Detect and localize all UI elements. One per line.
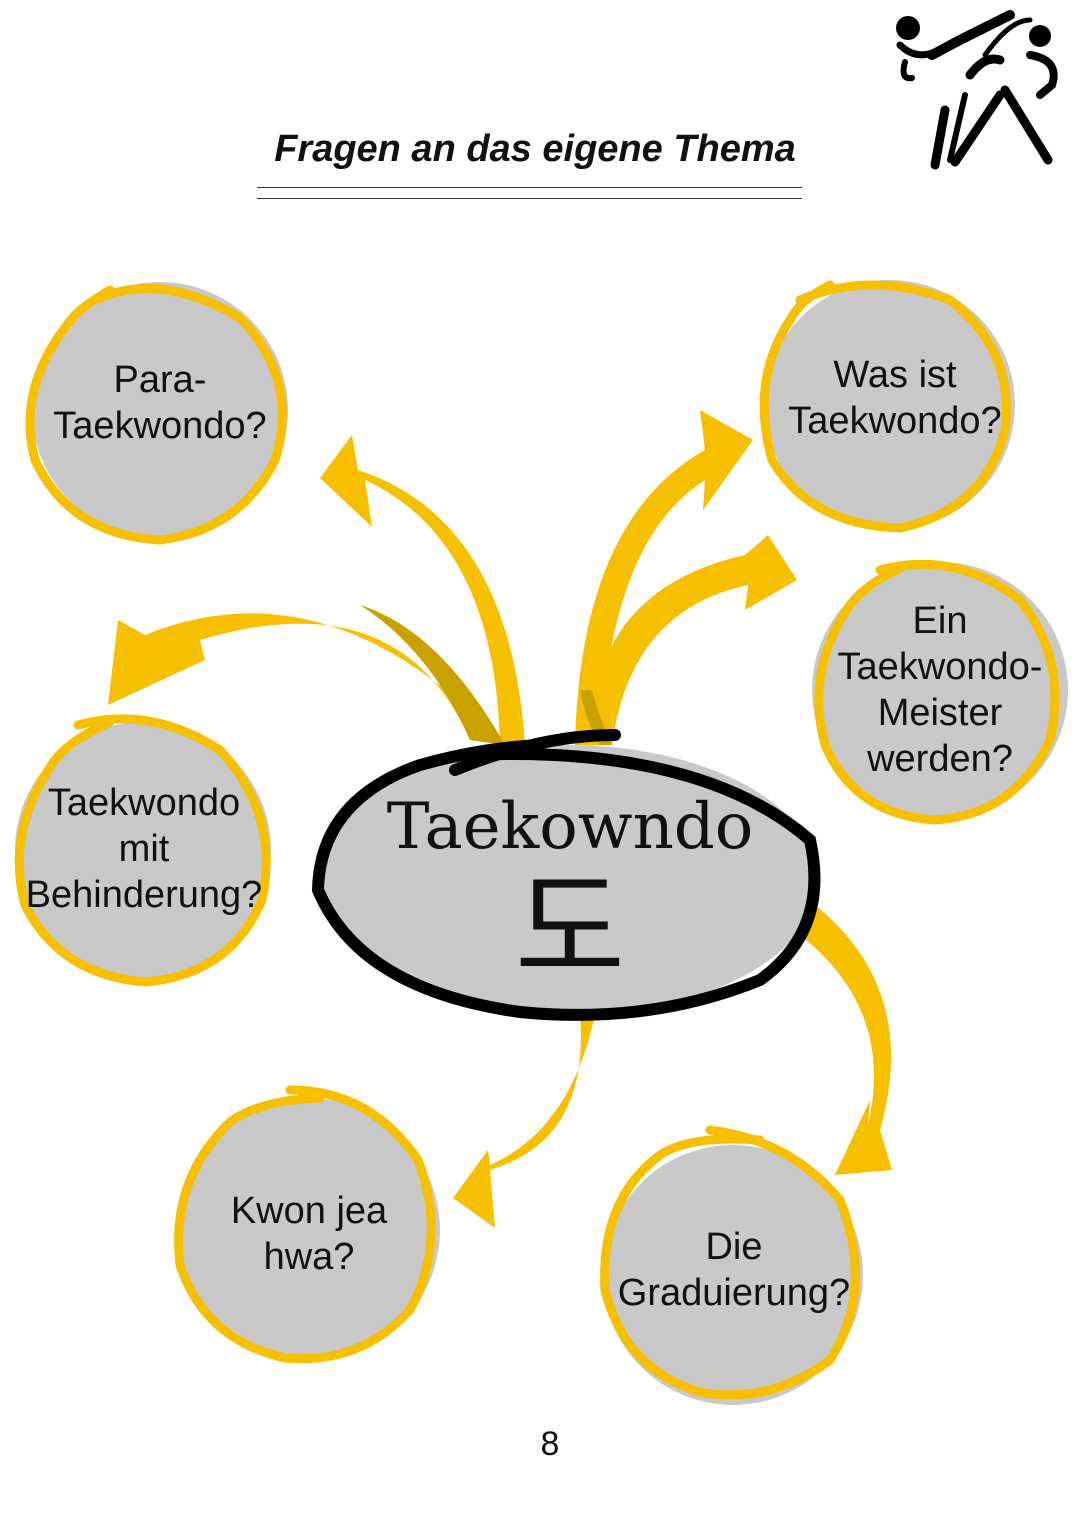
arrow-to-was-ist: [575, 410, 753, 745]
bubble-kwon: [174, 1085, 440, 1364]
taekwondo-fighters-icon: [896, 10, 1058, 170]
arrow-to-graduierung: [800, 905, 892, 1175]
center-label: Taekowndo: [386, 790, 754, 864]
arrow-to-kwon: [453, 1015, 595, 1228]
bubble-para-text: Para- Taekwondo?: [53, 359, 267, 447]
bubble-meister: [812, 559, 1068, 825]
bubble-was-ist: [759, 280, 1015, 533]
title-underline-2: [257, 198, 802, 199]
arrow-to-para: [320, 435, 525, 745]
bubble-meister-text: Ein Taekwondo- Meister werden?: [837, 600, 1043, 780]
arrow-to-behinderung: [108, 605, 505, 745]
center-node: [311, 729, 821, 1021]
bubble-was-ist-text: Was ist Taekwondo?: [788, 354, 1002, 442]
center-glyph: 도: [514, 860, 626, 999]
page-title: Fragen an das eigene Thema: [274, 128, 796, 170]
bubble-graduierung-text: Die Graduierung?: [617, 1226, 851, 1314]
bubble-behinderung-text: Taekwondo mit Behinderung?: [25, 782, 263, 916]
bubble-para: [25, 282, 288, 545]
title-underline: [257, 187, 802, 188]
bubble-graduierung: [600, 1125, 863, 1405]
bubble-behinderung: [14, 714, 271, 987]
bubble-kwon-text: Kwon jea hwa?: [230, 1190, 388, 1278]
page-number: 8: [540, 1425, 560, 1463]
